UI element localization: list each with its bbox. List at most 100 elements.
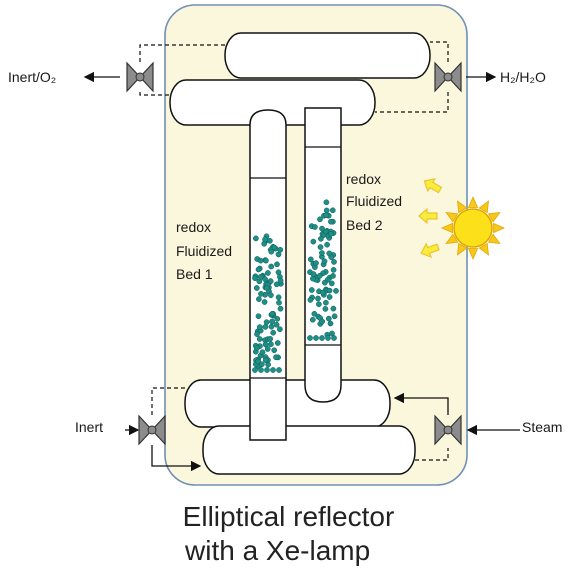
sun-ray (487, 211, 501, 223)
particle (271, 347, 278, 354)
particle (312, 224, 318, 230)
particle (252, 275, 258, 281)
sun-icon (440, 195, 506, 261)
particle (267, 278, 274, 284)
particle (313, 260, 319, 266)
particle (265, 270, 271, 276)
particle (316, 301, 322, 308)
particle (325, 335, 331, 341)
particle (256, 296, 262, 302)
label-steam: Steam (522, 419, 562, 435)
particle (308, 287, 315, 293)
particle (255, 358, 261, 365)
particle (276, 299, 282, 306)
particle (328, 218, 334, 225)
particle (319, 335, 325, 341)
particle (268, 341, 274, 348)
particle (268, 263, 275, 270)
particle (254, 331, 260, 337)
particle (274, 316, 281, 322)
bottom-vessel-upper (184, 379, 391, 428)
particle (326, 294, 333, 300)
particle (330, 273, 336, 279)
particle (259, 349, 266, 356)
particle (258, 291, 264, 297)
sun-ray (456, 200, 468, 214)
particle (310, 238, 317, 245)
label-bed2-line1: redox (346, 171, 381, 187)
particle (270, 367, 276, 373)
label-bed1-line1: redox (176, 219, 211, 235)
particle (264, 346, 271, 352)
particle (307, 335, 313, 341)
particle (268, 248, 275, 255)
particle (324, 241, 330, 248)
particle (329, 207, 336, 214)
particle (259, 361, 265, 368)
sun-ray (445, 211, 459, 223)
particle (323, 199, 330, 206)
particle (273, 354, 279, 361)
caption-line-2: with a Xe-lamp (185, 535, 371, 566)
sun-ray (440, 222, 453, 234)
label-bed1-line2: Fluidized (176, 243, 232, 259)
particle (315, 295, 321, 302)
caption-line-1: Elliptical reflector (182, 501, 395, 532)
sun-ray (487, 233, 501, 245)
label-inert-o2: Inert/O₂ (8, 69, 56, 85)
particle (267, 237, 273, 244)
particle (269, 310, 276, 317)
particle (333, 288, 339, 294)
particle (263, 319, 270, 326)
particle (274, 261, 280, 268)
particles-bed-2 (307, 199, 339, 341)
particle (317, 216, 323, 223)
particle (273, 281, 280, 288)
particles-bed-1 (252, 233, 284, 373)
particle (256, 324, 263, 330)
particle (307, 297, 314, 303)
valve-icon (434, 414, 462, 446)
sun-ray (467, 248, 479, 261)
particle (331, 313, 338, 320)
particle (331, 335, 337, 341)
particle (268, 323, 275, 330)
sun-ray (445, 233, 459, 245)
particle (262, 357, 269, 363)
particle (257, 273, 264, 280)
particle (310, 271, 317, 277)
particle (313, 335, 319, 341)
particle (262, 276, 268, 283)
particle (325, 315, 332, 322)
sun-ray (467, 195, 479, 208)
particle (311, 310, 318, 317)
label-bed2-line3: Bed 2 (346, 217, 383, 233)
particle (255, 313, 262, 320)
particle (331, 259, 337, 265)
particle (321, 258, 328, 265)
particle (253, 345, 260, 351)
particle (323, 207, 330, 214)
particle (307, 256, 314, 263)
particle (330, 267, 337, 273)
particle (256, 336, 263, 342)
sun-ray (478, 200, 490, 214)
particle (277, 246, 284, 253)
particle (321, 279, 328, 286)
solid-piping (83, 71, 520, 472)
particle (322, 306, 329, 312)
particle (269, 318, 275, 325)
particle (253, 235, 259, 242)
particle (318, 235, 324, 242)
particle (277, 305, 284, 312)
particle (327, 320, 334, 327)
particle (270, 329, 277, 336)
particle (262, 324, 269, 330)
particle (264, 367, 270, 373)
particle (323, 299, 329, 306)
sun-ray (493, 222, 506, 234)
bottom-vessel-lower (202, 425, 416, 475)
particle (330, 305, 337, 312)
valve-icon (138, 414, 166, 446)
